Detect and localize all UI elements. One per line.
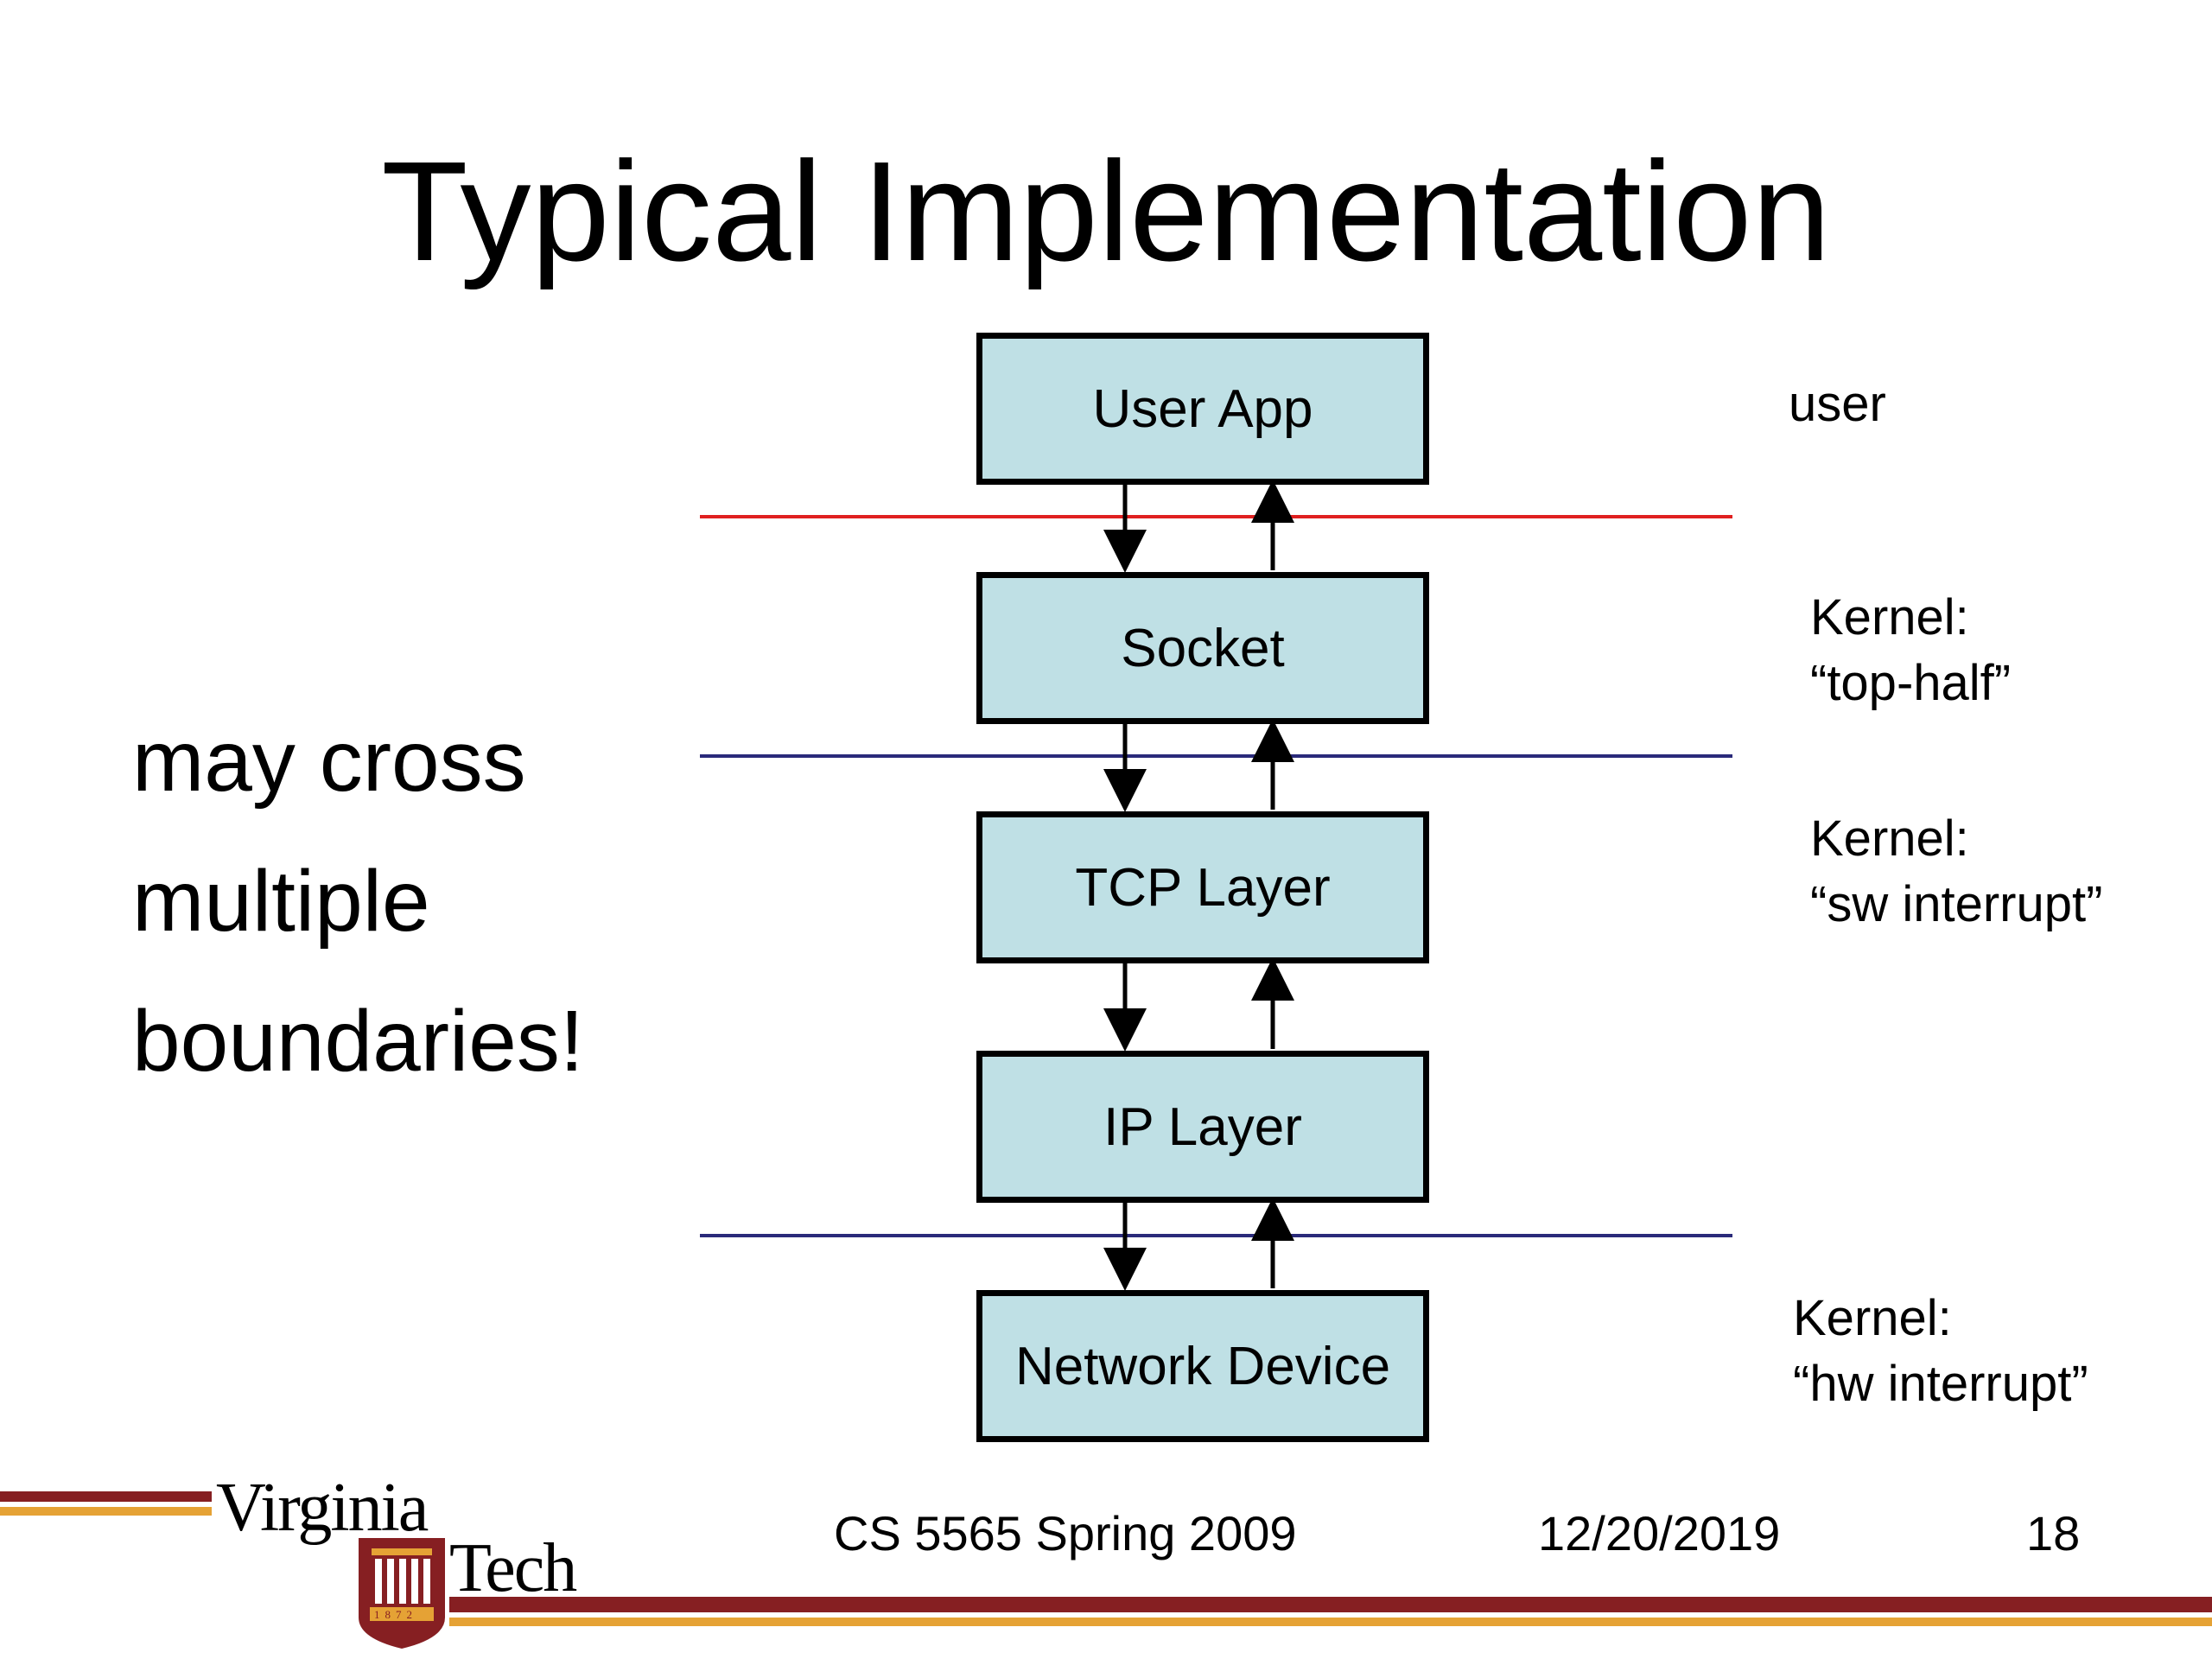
region-label-top-half: Kernel: “top-half” <box>1810 585 2011 716</box>
footer-stripe-left-maroon <box>0 1491 212 1502</box>
logo-year: 1872 <box>374 1608 417 1621</box>
box-label: IP Layer <box>1103 1096 1302 1157</box>
side-note-line: boundaries! <box>132 993 584 1090</box>
box-label: Socket <box>1121 618 1285 678</box>
logo-word-virginia: Virginia <box>216 1470 429 1546</box>
region-label-line: “sw interrupt” <box>1810 876 2103 932</box>
region-label-line: Kernel: <box>1810 589 1969 645</box>
user-app-box: User App <box>976 333 1429 485</box>
region-label-line: “top-half” <box>1810 655 2012 711</box>
logo-word-tech: Tech <box>449 1530 577 1606</box>
slide-title: Typical Implementation <box>381 132 1831 290</box>
box-label: TCP Layer <box>1075 857 1331 918</box>
region-label-line: “hw interrupt” <box>1793 1356 2088 1412</box>
region-label-line: user <box>1789 376 1886 432</box>
region-label-user: user <box>1789 372 1886 437</box>
side-note-line: may cross <box>132 713 526 810</box>
footer-page-number: 18 <box>2026 1506 2081 1560</box>
region-label-sw-interrupt: Kernel: “sw interrupt” <box>1810 806 2102 938</box>
footer-stripe-right-maroon <box>449 1597 2212 1612</box>
ip-layer-box: IP Layer <box>976 1051 1429 1203</box>
box-label: User App <box>1092 378 1313 439</box>
region-label-hw-interrupt: Kernel: “hw interrupt” <box>1793 1286 2088 1417</box>
footer-stripe-right-orange <box>449 1618 2212 1626</box>
tcp-layer-box: TCP Layer <box>976 811 1429 963</box>
side-note-line: multiple <box>132 853 430 950</box>
footer-course: CS 5565 Spring 2009 <box>834 1506 1297 1560</box>
footer-stripe-left-orange <box>0 1507 212 1516</box>
socket-box: Socket <box>976 572 1429 724</box>
footer-date: 12/20/2019 <box>1538 1506 1781 1560</box>
region-label-line: Kernel: <box>1810 810 1969 867</box>
footer-bars: 1872 <box>0 1491 2212 1649</box>
side-note: may cross multiple boundaries! <box>132 691 584 1111</box>
network-device-box: Network Device <box>976 1290 1429 1442</box>
box-label: Network Device <box>1014 1336 1391 1396</box>
region-label-line: Kernel: <box>1793 1290 1952 1346</box>
virginia-tech-shield-icon <box>359 1538 445 1649</box>
